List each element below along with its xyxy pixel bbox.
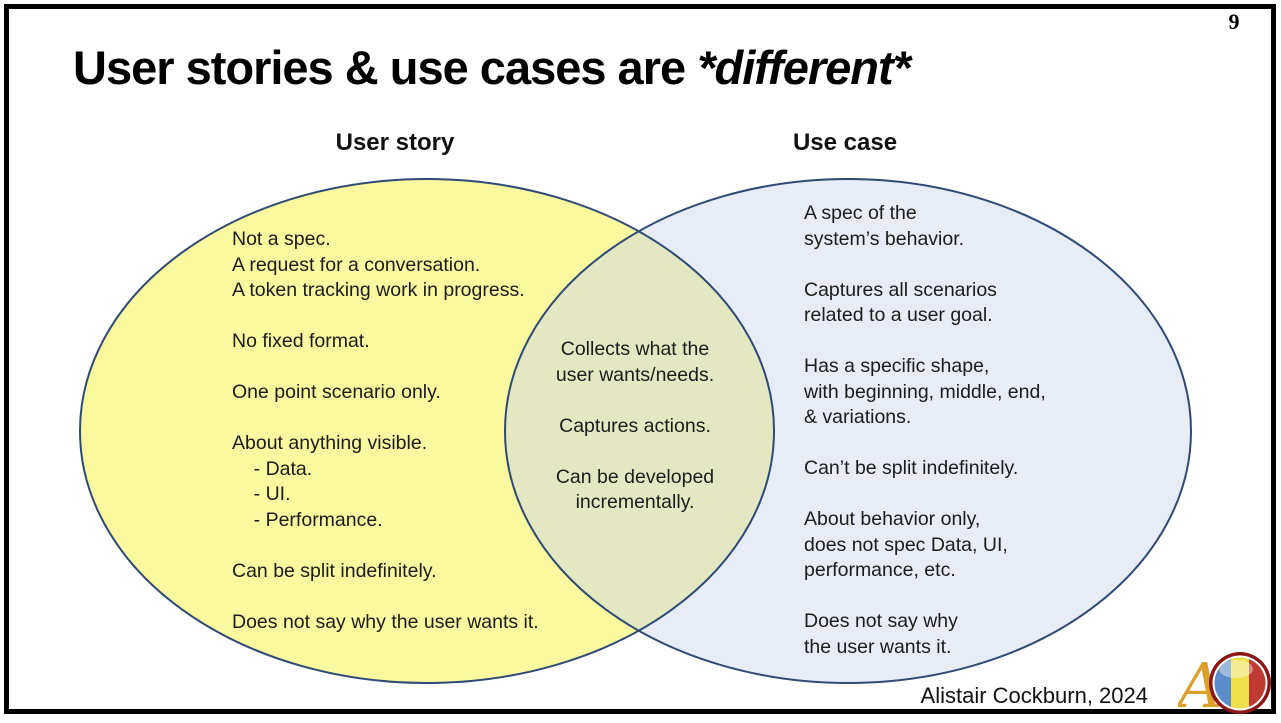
user-story-ellipse-outline bbox=[79, 178, 775, 684]
overlap-paragraph: Can be developed incrementally. bbox=[555, 465, 715, 514]
use-case-paragraph: About behavior only, does not spec Data,… bbox=[804, 508, 1008, 581]
use-case-ellipse-outline bbox=[504, 178, 1192, 684]
user-story-paragraph: No fixed format. bbox=[232, 330, 370, 352]
use-case-paragraph: Captures all scenarios related to a user… bbox=[804, 278, 997, 327]
user-story-paragraph: Does not say why the user wants it. bbox=[232, 610, 539, 633]
user-story-text: Not a spec. A request for a conversation… bbox=[232, 227, 592, 661]
use-case-paragraph: Can’t be split indefinitely. bbox=[804, 457, 1019, 479]
slide-title: User stories & use cases are *different* bbox=[73, 40, 911, 95]
use-case-text: A spec of the system’s behavior. Capture… bbox=[804, 201, 1114, 686]
use-case-paragraph: Has a specific shape, with beginning, mi… bbox=[804, 355, 1046, 428]
page-number: 9 bbox=[1228, 9, 1240, 34]
overlap-paragraph: Captures actions. bbox=[559, 414, 711, 437]
user-story-heading: User story bbox=[335, 129, 455, 156]
logo-globe bbox=[1209, 652, 1271, 714]
user-story-paragraph: Can be split indefinitely. bbox=[232, 559, 437, 582]
overlap-text: Collects what the user wants/needs. Capt… bbox=[518, 337, 752, 541]
use-case-paragraph: Does not say why the user wants it. bbox=[804, 610, 958, 658]
alistair-cockburn-logo-icon: A bbox=[1178, 649, 1271, 721]
overlap-region bbox=[505, 179, 774, 683]
user-story-paragraph: Not a spec. A request for a conversation… bbox=[232, 228, 525, 301]
user-story-paragraph: About anything visible. - Data. - UI. - … bbox=[232, 432, 428, 531]
slide-title-text: User stories & use cases are bbox=[73, 41, 698, 94]
use-case-heading: Use case bbox=[792, 129, 898, 156]
use-case-paragraph: A spec of the system’s behavior. bbox=[804, 202, 965, 250]
overlap-paragraph: Collects what the user wants/needs. bbox=[555, 338, 715, 386]
slide-title-emphasis: *different* bbox=[697, 41, 911, 94]
slide-border-frame bbox=[4, 4, 1276, 714]
user-story-paragraph: One point scenario only. bbox=[232, 381, 441, 403]
attribution: Alistair Cockburn, 2024 bbox=[920, 683, 1148, 708]
